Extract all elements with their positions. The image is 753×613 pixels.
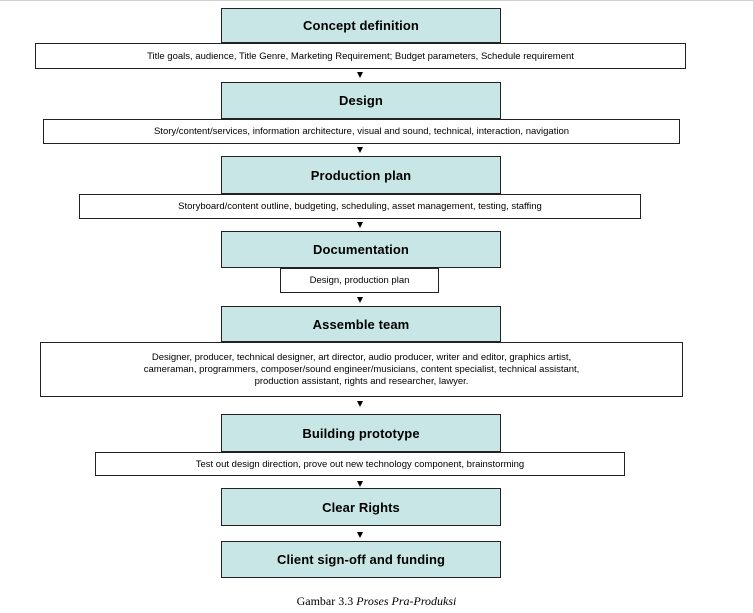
detail-production-plan: Storyboard/content outline, budgeting, s… [79,194,641,219]
stage-building-prototype: Building prototype [221,414,501,452]
detail-building-prototype: Test out design direction, prove out new… [95,452,625,476]
stage-clear-rights: Clear Rights [221,488,501,526]
arrow-down-icon [357,401,363,407]
detail-line: cameraman, programmers, composer/sound e… [143,363,580,375]
detail-line: Storyboard/content outline, budgeting, s… [178,201,542,212]
detail-documentation: Design, production plan [280,268,439,293]
stage-client-sign-off: Client sign-off and funding [221,541,501,578]
detail-line: Designer, producer, technical designer, … [151,351,572,363]
arrow-down-icon [357,297,363,303]
arrow-down-icon [357,72,363,78]
stage-label: Design [339,93,383,108]
detail-assemble-team: Designer, producer, technical designer, … [40,342,683,397]
caption-title: Proses Pra-Produksi [356,594,457,608]
stage-label: Production plan [310,167,412,183]
stage-label: Documentation [313,242,409,257]
stage-production-plan: Production plan [221,156,501,194]
arrow-down-icon [357,481,363,487]
stage-documentation: Documentation [221,231,501,268]
stage-assemble-team: Assemble team [221,306,501,342]
stage-label: Client sign-off and funding [276,552,446,567]
detail-line: Story/content/services, information arch… [153,126,570,137]
caption-label: Gambar 3.3 [296,594,354,608]
stage-concept-definition: Concept definition [221,8,501,43]
detail-line: Design, production plan [309,275,410,286]
stage-label: Assemble team [312,316,410,332]
detail-line: Test out design direction, prove out new… [195,458,525,470]
stage-label: Building prototype [302,425,420,441]
stage-design: Design [221,82,501,119]
detail-design: Story/content/services, information arch… [43,119,680,144]
detail-line: production assistant, rights and researc… [254,375,469,387]
detail-concept-definition: Title goals, audience, Title Genre, Mark… [35,43,686,69]
stage-label: Clear Rights [322,499,400,515]
stage-label: Concept definition [303,18,419,33]
arrow-down-icon [357,222,363,228]
detail-line: Title goals, audience, Title Genre, Mark… [147,50,574,62]
top-divider [0,0,753,1]
figure-caption: Gambar 3.3 Proses Pra-Produksi [0,594,753,609]
arrow-down-icon [357,147,363,153]
arrow-down-icon [357,532,363,538]
